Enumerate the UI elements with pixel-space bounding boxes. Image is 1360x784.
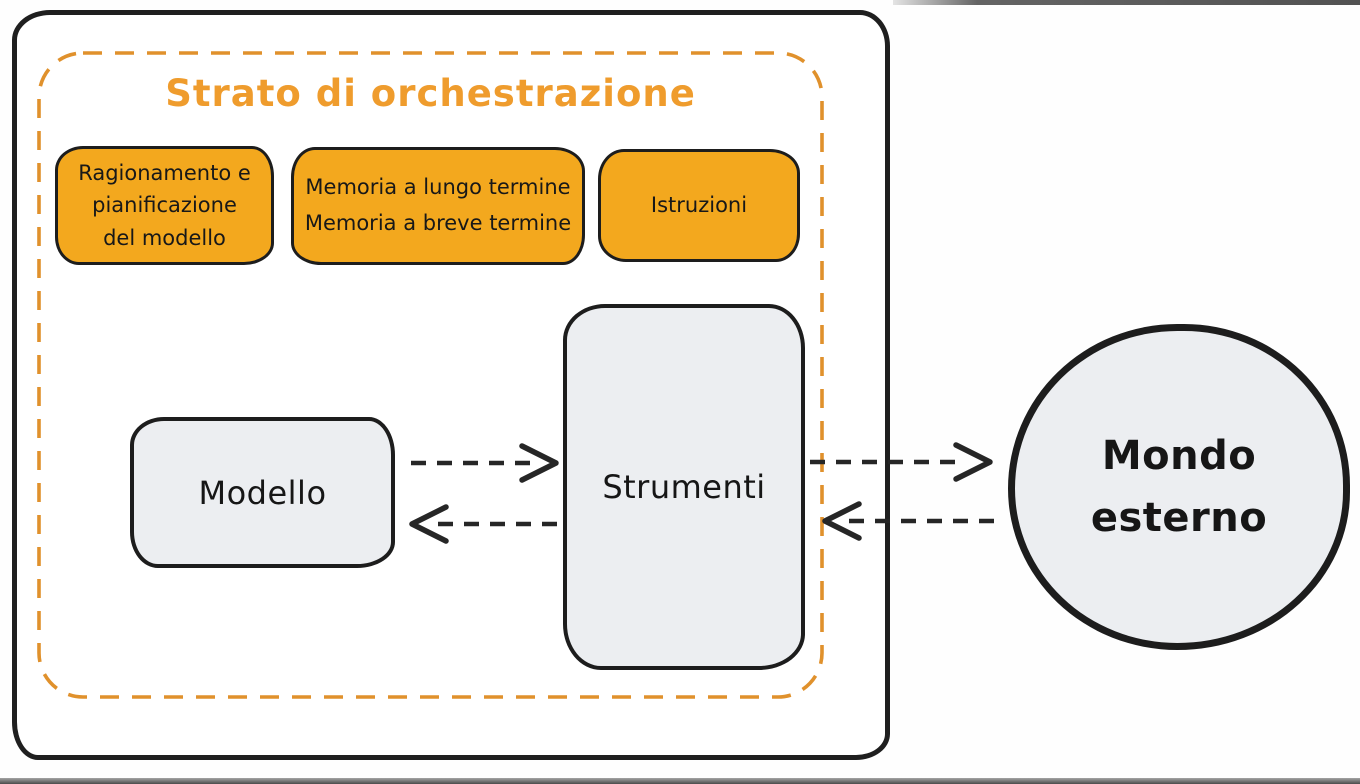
component-memory: Memoria a lungo termine Memoria a breve … [291,147,585,265]
node-model: Modello [130,417,395,568]
node-external-world: Mondo esterno [1008,324,1350,650]
orchestration-layer-title: Strato di orchestrazione [165,72,696,115]
component-reasoning-planning: Ragionamento e pianificazione del modell… [55,146,274,265]
orchestration-layer-border [37,51,824,699]
component-instructions: Istruzioni [598,149,800,262]
screen-edge-artifact-top [893,0,1360,5]
node-tools: Strumenti [563,304,805,670]
screen-edge-artifact-bottom [0,778,1360,784]
